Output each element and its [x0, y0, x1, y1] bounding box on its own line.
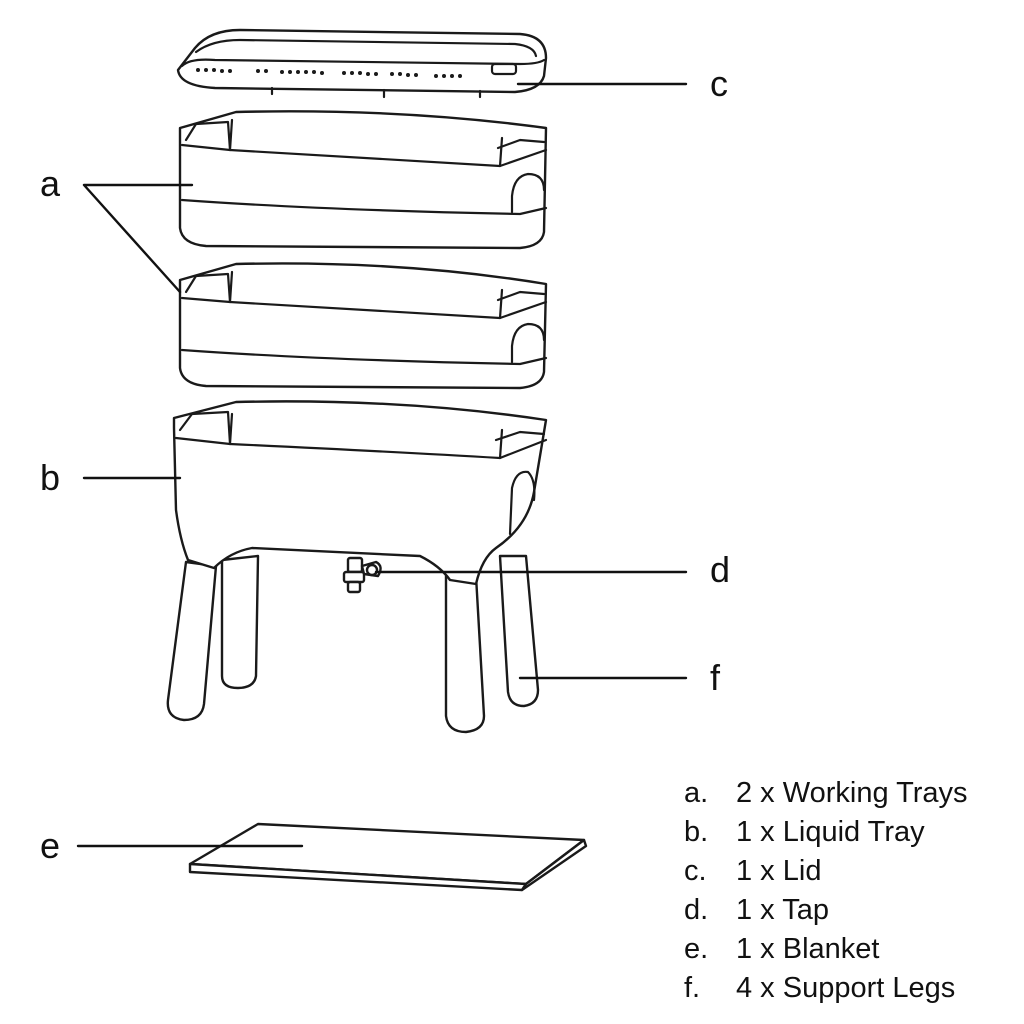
legend-key: c.: [684, 855, 707, 887]
legend-key: b.: [684, 816, 709, 848]
legend-item: d. 1 x Tap: [684, 891, 1020, 930]
legend-item: c. 1 x Lid: [684, 852, 1020, 891]
legend-key: a.: [684, 777, 709, 809]
working-tray-lower: [178, 262, 548, 390]
legend-key: e.: [684, 933, 709, 965]
lid-vent-holes: [196, 68, 462, 78]
parts-legend: a. 2 x Working Trays b. 1 x Liquid Tray c.…: [684, 774, 1020, 1008]
legend-text: 1 x Lid: [736, 855, 822, 887]
callout-label-b: b: [40, 457, 61, 498]
lid-part: [176, 28, 548, 99]
legend-text: 4 x Support Legs: [736, 972, 956, 1004]
legend-text: 1 x Blanket: [736, 933, 880, 965]
callout-label-c: c: [710, 63, 728, 104]
legend-text: 1 x Liquid Tray: [736, 816, 925, 848]
legend-text: 2 x Working Trays: [736, 777, 968, 809]
legend-key: d.: [684, 894, 709, 926]
callout-label-a: a: [40, 163, 61, 204]
legend-item: a. 2 x Working Trays: [684, 774, 1020, 813]
callout-label-f: f: [710, 657, 721, 698]
leader-line-a: [82, 183, 194, 294]
liquid-tray-part: [172, 400, 548, 586]
callout-label-d: d: [710, 549, 731, 590]
blanket-part: [188, 822, 588, 892]
callout-label-e: e: [40, 825, 61, 866]
legend-key: f.: [684, 972, 701, 1004]
legend-item: f. 4 x Support Legs: [684, 969, 1020, 1008]
legend-item: b. 1 x Liquid Tray: [684, 813, 1020, 852]
working-tray-upper: [178, 110, 548, 250]
tap-part: [342, 556, 382, 594]
legend-text: 1 x Tap: [736, 894, 829, 926]
support-legs: [166, 554, 540, 734]
legend-item: e. 1 x Blanket: [684, 930, 1020, 969]
